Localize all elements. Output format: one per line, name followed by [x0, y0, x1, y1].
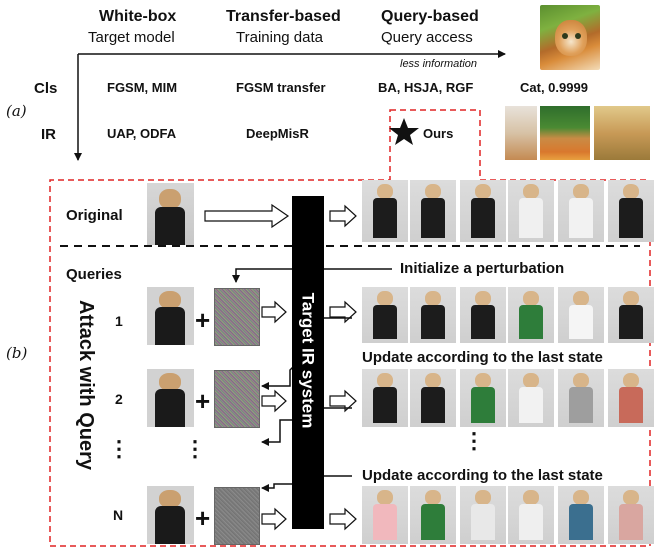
perturbation-noise-1: [214, 288, 260, 346]
ours-label: Ours: [423, 126, 454, 141]
cls-method-transfer: FGSM transfer: [236, 80, 326, 95]
result-image-r3-c4: [508, 369, 554, 427]
result-image-r2-c3: [460, 287, 506, 343]
query-number-n: N: [113, 507, 124, 523]
result-image-r2-c4: [508, 287, 554, 343]
original-hollow-arrow: [204, 203, 290, 229]
init-arrow: [232, 268, 392, 283]
cat-image: [540, 5, 600, 70]
query-image-1: [147, 287, 194, 345]
vdots-left: ⋮: [108, 436, 130, 461]
ir-method-transfer: DeepMisR: [246, 126, 309, 141]
result-hollow-arrows: [261, 204, 357, 531]
row-label-cls: Cls: [34, 80, 58, 97]
query-number-1: 1: [115, 313, 123, 329]
cat-thumb-2: [540, 106, 590, 160]
cls-method-whitebox: FGSM, MIM: [107, 80, 178, 95]
plus-sign-n: +: [195, 503, 211, 533]
header-transfer-sub: Training data: [236, 29, 323, 46]
update-label-1: Update according to the last state: [362, 349, 603, 366]
perturbation-noise-n: [214, 487, 260, 545]
cls-method-query: BA, HSJA, RGF: [378, 80, 474, 95]
star-icon: [389, 118, 419, 145]
ours-callout-box: [49, 109, 651, 547]
panel-label-a: (a): [6, 102, 27, 120]
plus-sign-1: +: [195, 305, 211, 335]
vdots-right: ⋮: [463, 428, 485, 453]
result-image-r1-c4: [508, 180, 554, 242]
result-image-r3-c1: [362, 369, 408, 427]
header-transfer-title: Transfer-based: [226, 8, 341, 25]
result-image-r1-c5: [558, 180, 604, 242]
initialize-perturbation-label: Initialize a perturbation: [400, 260, 565, 277]
less-information-label: less information: [400, 58, 478, 70]
queries-label: Queries: [66, 266, 122, 283]
result-image-r3-c3: [460, 369, 506, 427]
vdots-middle: ⋮: [184, 436, 206, 461]
result-image-r2-c2: [410, 287, 456, 343]
result-image-r4-c1: [362, 486, 408, 544]
result-image-r4-c2: [410, 486, 456, 544]
header-query-title: Query-based: [381, 8, 479, 25]
header-query-sub: Query access: [381, 29, 473, 46]
cat-result-label: Cat, 0.9999: [520, 80, 588, 95]
result-image-r3-c2: [410, 369, 456, 427]
header-whitebox-title: White-box: [99, 8, 177, 25]
cat-thumb-1: [505, 106, 537, 160]
target-ir-system-label: Target IR system: [298, 292, 318, 429]
target-ir-system-bar: [292, 196, 324, 529]
result-image-r1-c3: [460, 180, 506, 242]
result-image-r3-c6: [608, 369, 654, 427]
original-query-image: [147, 183, 194, 245]
perturbation-noise-2: [214, 370, 260, 428]
header-whitebox-sub: Target model: [88, 29, 175, 46]
cat-thumb-3: [594, 106, 650, 160]
original-label: Original: [66, 207, 123, 224]
ir-method-whitebox: UAP, ODFA: [107, 126, 177, 141]
plus-sign-2: +: [195, 386, 211, 416]
result-image-r1-c2: [410, 180, 456, 242]
result-image-r4-c4: [508, 486, 554, 544]
result-image-r2-c5: [558, 287, 604, 343]
result-image-r3-c5: [558, 369, 604, 427]
query-image-2: [147, 369, 194, 427]
result-image-r2-c6: [608, 287, 654, 343]
update-label-2: Update according to the last state: [362, 467, 603, 484]
result-image-r4-c3: [460, 486, 506, 544]
result-image-r2-c1: [362, 287, 408, 343]
query-image-n: [147, 486, 194, 544]
result-image-r1-c1: [362, 180, 408, 242]
result-image-r1-c6: [608, 180, 654, 242]
attack-with-query-label: Attack with Query: [75, 299, 97, 471]
panel-label-b: (b): [6, 344, 28, 362]
row-label-ir: IR: [41, 126, 56, 143]
query-number-2: 2: [115, 391, 123, 407]
result-image-r4-c6: [608, 486, 654, 544]
result-image-r4-c5: [558, 486, 604, 544]
